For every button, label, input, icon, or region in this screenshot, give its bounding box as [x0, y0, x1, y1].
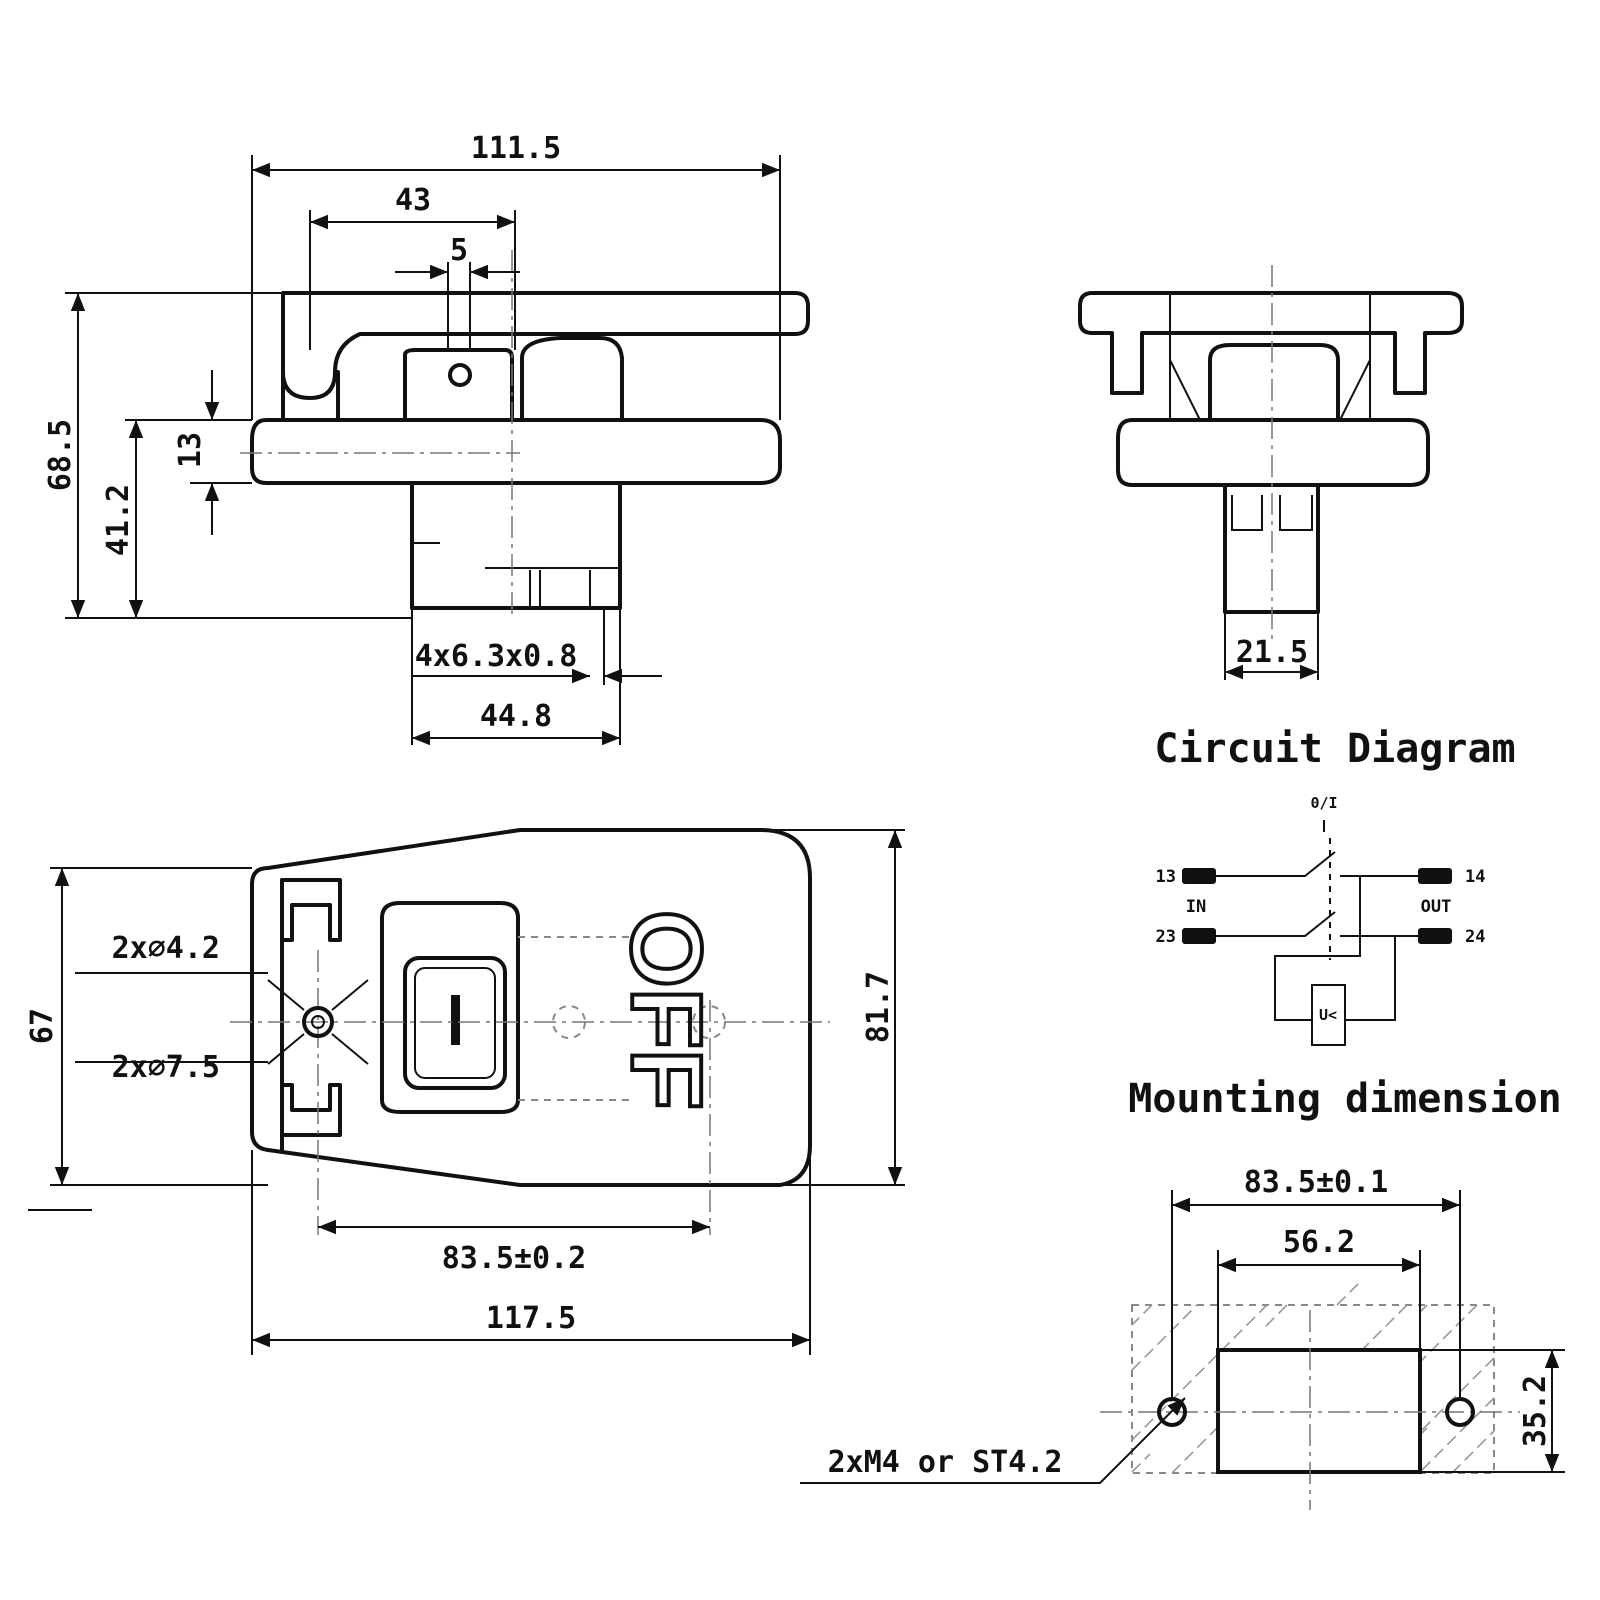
top-view-dimensions: 67 81.7 83.5±0.2 117.5 — [25, 829, 905, 1355]
dim-hole-7-5: 2x∅7.5 — [112, 1050, 220, 1085]
dim-35-2: 35.2 — [1518, 1375, 1553, 1447]
coil-label: U< — [1319, 1006, 1337, 1024]
screw-spec: 2xM4 or ST4.2 — [828, 1445, 1063, 1480]
dim-terminals: 4x6.3x0.8 — [415, 639, 578, 674]
label-23: 23 — [1156, 927, 1176, 947]
svg-text:OFF: OFF — [610, 910, 722, 1110]
label-in: IN — [1186, 897, 1206, 917]
terminal-23 — [1182, 928, 1216, 944]
terminal-24 — [1418, 928, 1452, 944]
on-marker-i — [451, 995, 460, 1045]
label-out: OUT — [1421, 897, 1452, 917]
terminal-13 — [1182, 868, 1216, 884]
dim-83-5-02: 83.5±0.2 — [442, 1241, 587, 1276]
dim-43: 43 — [395, 183, 431, 218]
front-view — [240, 250, 810, 620]
dim-83-5-01: 83.5±0.1 — [1244, 1165, 1389, 1200]
dim-117-5: 117.5 — [486, 1301, 576, 1336]
circuit-diagram: Circuit Diagram 0/I U< 13 23 14 24 IN OU… — [1154, 726, 1516, 1046]
dim-21-5: 21.5 — [1236, 635, 1308, 670]
undervoltage-coil — [1311, 984, 1346, 1046]
switch-label-0-1: 0/I — [1310, 794, 1337, 812]
dim-hole-4-2: 2x∅4.2 — [112, 931, 220, 966]
top-view: 2x∅4.2 2x∅7.5 OFF — [75, 828, 830, 1235]
dim-68-5: 68.5 — [43, 419, 78, 491]
mounting-heading: Mounting dimension — [1128, 1076, 1561, 1122]
label-14: 14 — [1465, 867, 1485, 887]
mount-hole — [302, 1006, 334, 1038]
dim-67: 67 — [25, 1008, 60, 1044]
front-view-dimensions: 111.5 43 5 68.5 41.2 13 4x6.3x0.8 44.8 — [43, 131, 781, 746]
mounting-dimension: Mounting dimension 83.5±0.1 — [800, 1076, 1565, 1510]
dim-56-2: 56.2 — [1283, 1225, 1355, 1260]
label-13: 13 — [1156, 867, 1176, 887]
dim-41-2: 41.2 — [101, 484, 136, 556]
dim-44-8: 44.8 — [480, 699, 552, 734]
side-view: 21.5 — [1078, 265, 1464, 680]
dim-81-7: 81.7 — [861, 971, 896, 1043]
circuit-diagram-heading: Circuit Diagram — [1154, 726, 1515, 772]
terminal-14 — [1418, 868, 1452, 884]
dim-13: 13 — [173, 432, 208, 468]
off-lettering: OFF — [608, 908, 724, 1112]
label-24: 24 — [1465, 927, 1485, 947]
dim-111-5: 111.5 — [471, 131, 561, 166]
dim-5: 5 — [450, 233, 468, 268]
